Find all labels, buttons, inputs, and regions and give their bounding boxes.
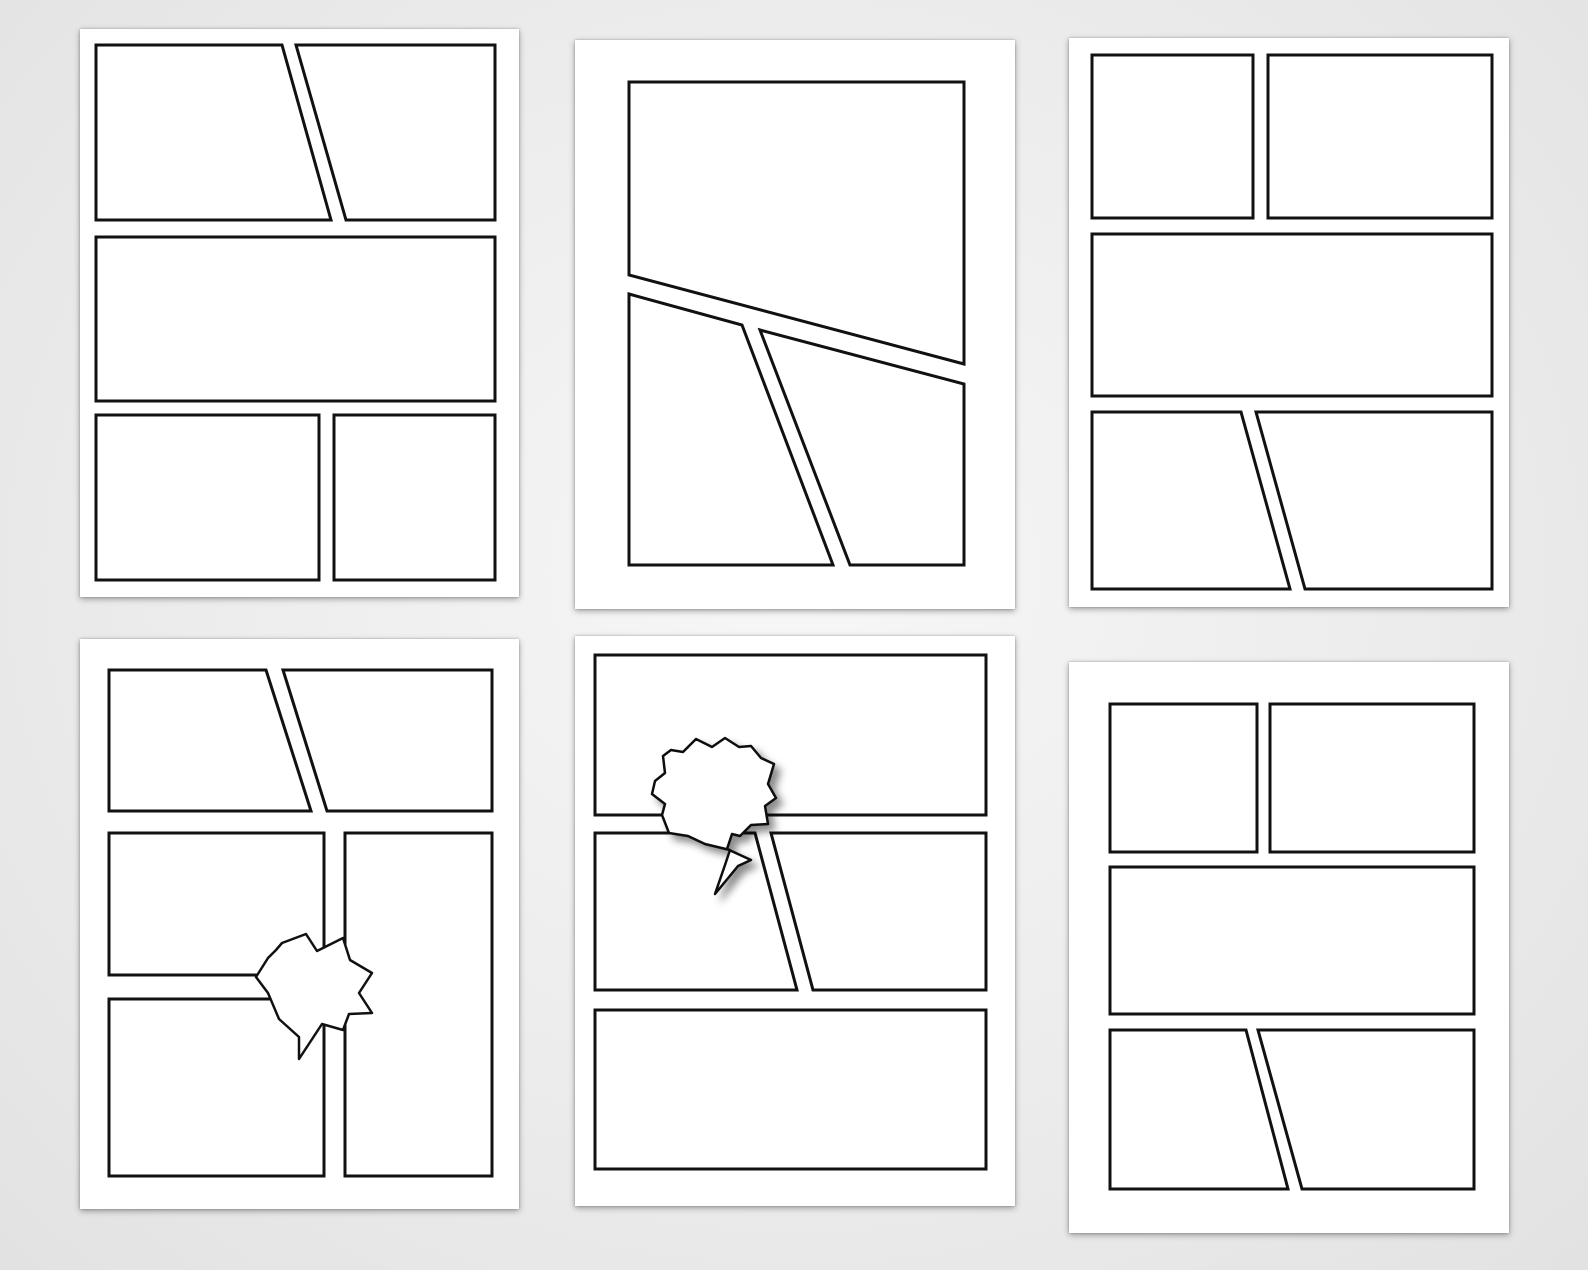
- page-6-panels: [1108, 702, 1476, 1191]
- panel: [1256, 1028, 1476, 1191]
- comic-page-4: [80, 639, 519, 1209]
- panel: [94, 43, 333, 222]
- panel: [1268, 702, 1476, 854]
- panel: [1254, 410, 1494, 591]
- panel: [1266, 53, 1494, 220]
- panel: [769, 831, 988, 992]
- panel: [1108, 702, 1259, 854]
- panel: [1090, 410, 1292, 591]
- panel: [332, 413, 497, 582]
- panel: [627, 292, 836, 567]
- panel: [294, 43, 497, 222]
- comic-page-2: [575, 40, 1015, 609]
- panel: [343, 831, 494, 1178]
- panel: [1090, 232, 1494, 398]
- page-5-panels: [593, 653, 988, 1171]
- page-2-panels: [627, 80, 966, 567]
- panel: [1090, 53, 1255, 220]
- comic-page-3: [1069, 38, 1509, 607]
- page-4-panels: [107, 668, 494, 1178]
- panel: [757, 327, 966, 567]
- page-3-panels: [1090, 53, 1494, 591]
- panel: [94, 413, 321, 582]
- burst-speech-bubble: [650, 736, 778, 896]
- panel: [1108, 1028, 1290, 1191]
- panel: [593, 831, 799, 992]
- panel: [1108, 865, 1476, 1016]
- comic-page-1: [80, 29, 519, 597]
- burst-speech-bubble: [254, 932, 374, 1061]
- panel: [107, 668, 314, 813]
- page-1-panels: [94, 43, 497, 582]
- panel: [94, 235, 497, 403]
- panel: [627, 80, 966, 366]
- panel: [107, 997, 326, 1178]
- panel: [280, 668, 494, 813]
- comic-page-5: [575, 636, 1015, 1206]
- comic-page-6: [1069, 662, 1509, 1233]
- panel: [593, 1008, 988, 1171]
